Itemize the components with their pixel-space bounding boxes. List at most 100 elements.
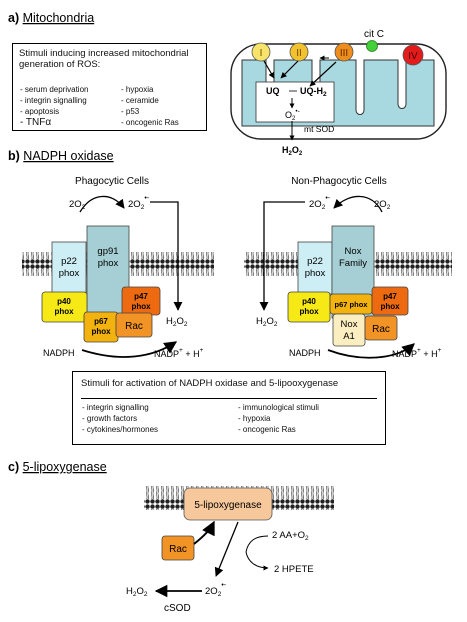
cytochrome-c: cit C (364, 29, 384, 52)
section-b-title: NADPH oxidase (23, 149, 113, 163)
np-o2-left: 2O2•- (309, 195, 331, 211)
phag-p47-l2: phox (131, 302, 151, 311)
mito-stimuli-item: - integrin signalling (20, 96, 87, 105)
mnsod-label: mt SOD (304, 124, 334, 134)
phag-p22-box (51, 241, 87, 295)
mito-stimuli-title-2: generation of ROS: (19, 59, 101, 70)
np-nadp-base: NADP (392, 349, 417, 359)
h2o2-a-sub1: 2 (289, 151, 293, 157)
phag-gp91-l1: gp91 (97, 246, 118, 257)
nox-stimuli-divider (81, 398, 377, 399)
complex-ii-label: II (296, 48, 302, 59)
arrow-complex-i-to-uq (263, 60, 275, 79)
5lox-product: 2 HPETE (274, 564, 314, 575)
np-noxa1-l1: Nox (341, 319, 358, 330)
np-rac-box (364, 315, 398, 341)
h2o2-a-sub2: 2 (299, 151, 303, 157)
np-h2o2-s2: 2 (274, 321, 278, 328)
mito-stimuli-item: - serum deprivation (20, 85, 89, 94)
np-o2-right-base: 2O (374, 199, 387, 210)
complex-iii: III (334, 42, 354, 62)
superoxide-a-sup: •- (295, 108, 299, 115)
phag-p40-box (41, 291, 88, 323)
phag-o2-left-base: 2O (69, 199, 82, 210)
section-a-title: Mitochondria (23, 11, 95, 25)
np-nadp-sup: + (417, 347, 421, 354)
phag-o2-right-base: 2O (128, 199, 141, 210)
phag-p67-l1: p67 (94, 317, 108, 326)
phag-reaction-arrow (79, 195, 125, 213)
5lox-substrate-sub: 2 (305, 535, 309, 542)
phag-p47-l1: p47 (134, 292, 148, 301)
phag-h2o2-s1: 2 (173, 321, 177, 328)
section-c-title: 5-lipoxygenase (23, 460, 107, 474)
phag-h2o2-s2: 2 (184, 321, 188, 328)
5lox-h2o2: H2O2 (126, 586, 148, 598)
phag-o2-right-sup: •- (144, 195, 149, 202)
complex-iv-label: IV (408, 51, 418, 62)
mito-stimuli-box: Stimuli inducing increased mitochondrial… (12, 43, 207, 131)
np-rac-label: Rac (372, 324, 390, 335)
uqh2-label: UQ-H2 (300, 86, 327, 98)
np-o2-left-sub: 2 (322, 204, 326, 211)
nox-stimuli-item: - cytokines/hormones (82, 425, 159, 434)
np-h2o2-s1: 2 (263, 321, 267, 328)
5lox-h2o2-h: H (126, 586, 133, 597)
nox-stimuli-item: - integrin signalling (82, 403, 149, 412)
phag-o2-right-sub: 2 (141, 204, 145, 211)
cytochrome-c-dot (366, 40, 378, 52)
np-nox-l1: Nox (345, 246, 362, 257)
np-p22-l1: p22 (307, 256, 323, 267)
phag-nadp-sup: + (179, 347, 183, 354)
product-curve (245, 551, 269, 571)
5lox-superoxide-sup: •- (221, 582, 226, 589)
phag-gp91-l2: phox (98, 258, 119, 269)
mito-stimuli-right-list: - hypoxia - ceramide - p53 - oncogenic R… (121, 84, 179, 128)
np-p47-box (371, 286, 409, 316)
uqh2-base: UQ-H (300, 86, 323, 96)
nox-stimuli-left-list: - integrin signalling - growth factors -… (82, 402, 158, 435)
complex-i: I (251, 42, 271, 62)
nox-stimuli-item: - growth factors (82, 414, 138, 423)
section-b-letter: b) (8, 149, 20, 163)
phag-p40-l2: phox (54, 307, 74, 316)
matrix-space (255, 81, 335, 123)
complex-ii: II (289, 42, 309, 62)
5lox-rac-box (161, 535, 195, 561)
np-noxa1-l2: A1 (343, 331, 355, 342)
phag-o2-left: 2O2 (69, 199, 86, 211)
nox-stimuli-item: - hypoxia (238, 414, 271, 423)
phag-nadp-plus: + H (183, 349, 200, 359)
phagocytic-title: Phagocytic Cells (75, 176, 149, 187)
np-o2-left-base: 2O (309, 199, 322, 210)
5lox-substrate: 2 AA+O2 (272, 530, 309, 542)
cytochrome-c-label: cit C (364, 29, 384, 40)
np-p22-box (297, 241, 333, 295)
np-nadph-arrow (327, 343, 415, 359)
5lox-superoxide-arrow (214, 521, 239, 577)
uqh2-sub: 2 (323, 91, 327, 98)
np-o2-right-sub: 2 (387, 204, 391, 211)
mito-stimuli-item: - p53 (121, 107, 140, 116)
5lox-h2o2-o: O (137, 586, 144, 597)
nox-stimuli-item: - immunological stimuli (238, 403, 319, 412)
complex-ii-circle (289, 42, 309, 62)
phag-p67-l2: phox (91, 327, 111, 336)
np-p22-l2: phox (305, 268, 326, 279)
complex-iv: IV (402, 44, 424, 66)
phag-p22-l1: p22 (61, 256, 77, 267)
phag-nadp: NADP+ + H+ (154, 347, 204, 359)
phag-h2o2-h: H (166, 316, 173, 327)
phag-h2o2-arrow (150, 201, 183, 311)
superoxide-a-base: O (285, 110, 292, 120)
mito-stimuli-item: - apoptosis (20, 107, 60, 116)
phag-p22-l2: phox (59, 268, 80, 279)
phag-rac-box (115, 312, 153, 338)
np-h2o2: H2O2 (256, 316, 278, 328)
superoxide-a-sub: 2 (292, 116, 296, 122)
substrate-curve (245, 535, 269, 553)
np-o2-right: 2O2 (374, 199, 391, 211)
h2o2-a-h: H (282, 145, 289, 155)
section-a-letter: a) (8, 11, 19, 25)
